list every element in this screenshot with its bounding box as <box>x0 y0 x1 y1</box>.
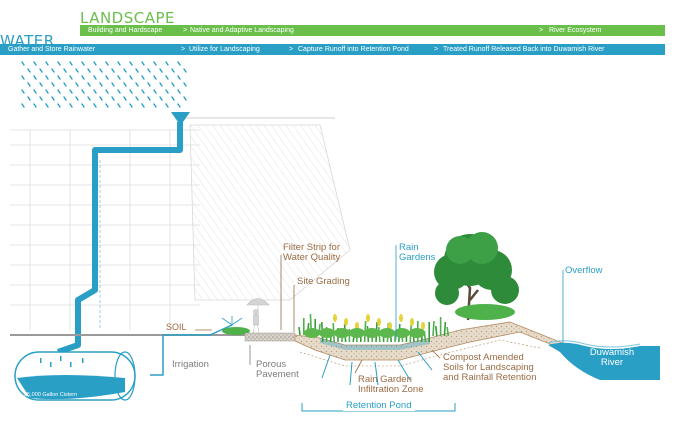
site-grading-label: Site Grading <box>297 276 350 287</box>
retention-pond-label: Retention Pond <box>343 401 415 411</box>
landscape-title: LANDSCAPE <box>80 9 176 27</box>
infiltration-arrows <box>321 351 433 386</box>
cistern-label: 25,000 Gallon Cistern <box>24 392 78 398</box>
chevron-right-icon: > <box>183 27 188 34</box>
funnel-icon <box>171 112 190 122</box>
landscape-step-3: River Ecosystem <box>549 27 602 34</box>
water-step-2: Utilize for Landscaping <box>189 46 260 53</box>
filter-strip-label: Filter Strip for Water Quality <box>283 242 341 263</box>
irrigation-pipe <box>150 324 233 376</box>
water-step-4: Treated Runoff Released Back into Duwami… <box>443 46 605 53</box>
landscape-bar: Building and Hardscape > Native and Adap… <box>80 25 665 36</box>
chevron-right-icon: > <box>181 46 186 53</box>
downspout-pipe <box>57 122 183 355</box>
chevron-right-icon: > <box>289 46 294 53</box>
irrigation-spray <box>221 316 243 326</box>
landscape-step-1: Building and Hardscape <box>88 27 163 34</box>
tree-icon <box>434 232 519 321</box>
duwamish-river-label: Duwamish River <box>589 347 635 368</box>
rain-garden-plants <box>298 313 449 343</box>
rain-gardens-label: Rain Gardens <box>399 242 436 263</box>
hatched-canopy <box>189 124 351 301</box>
chevron-right-icon: > <box>434 46 439 53</box>
water-step-3: Capture Runoff into Retention Pond <box>298 46 409 53</box>
duwamish-river-water <box>548 342 660 380</box>
rain-drops-icon <box>21 61 187 108</box>
soil-label: SOIL <box>166 322 187 332</box>
water-step-1: Gather and Store Rainwater <box>8 46 96 53</box>
building-outline <box>10 129 200 330</box>
cistern-icon <box>14 351 136 401</box>
person-umbrella-icon <box>246 298 270 334</box>
irrigation-label: Irrigation <box>172 359 209 370</box>
porous-pavement <box>244 332 296 342</box>
chevron-right-icon: > <box>539 27 544 34</box>
retention-pond-bracket <box>301 403 456 412</box>
overflow-label: Overflow <box>565 265 603 276</box>
rain-garden-infiltration-label: Rain Garden Infiltration Zone <box>358 374 424 395</box>
compost-label: Compost Amended Soils for Landscaping an… <box>443 352 537 383</box>
water-bar: Gather and Store Rainwater > Utilize for… <box>0 44 665 55</box>
landscape-step-2: Native and Adaptive Landscaping <box>190 27 294 34</box>
leader-lines <box>195 245 564 374</box>
porous-pavement-label: Porous Pavement <box>256 359 299 380</box>
